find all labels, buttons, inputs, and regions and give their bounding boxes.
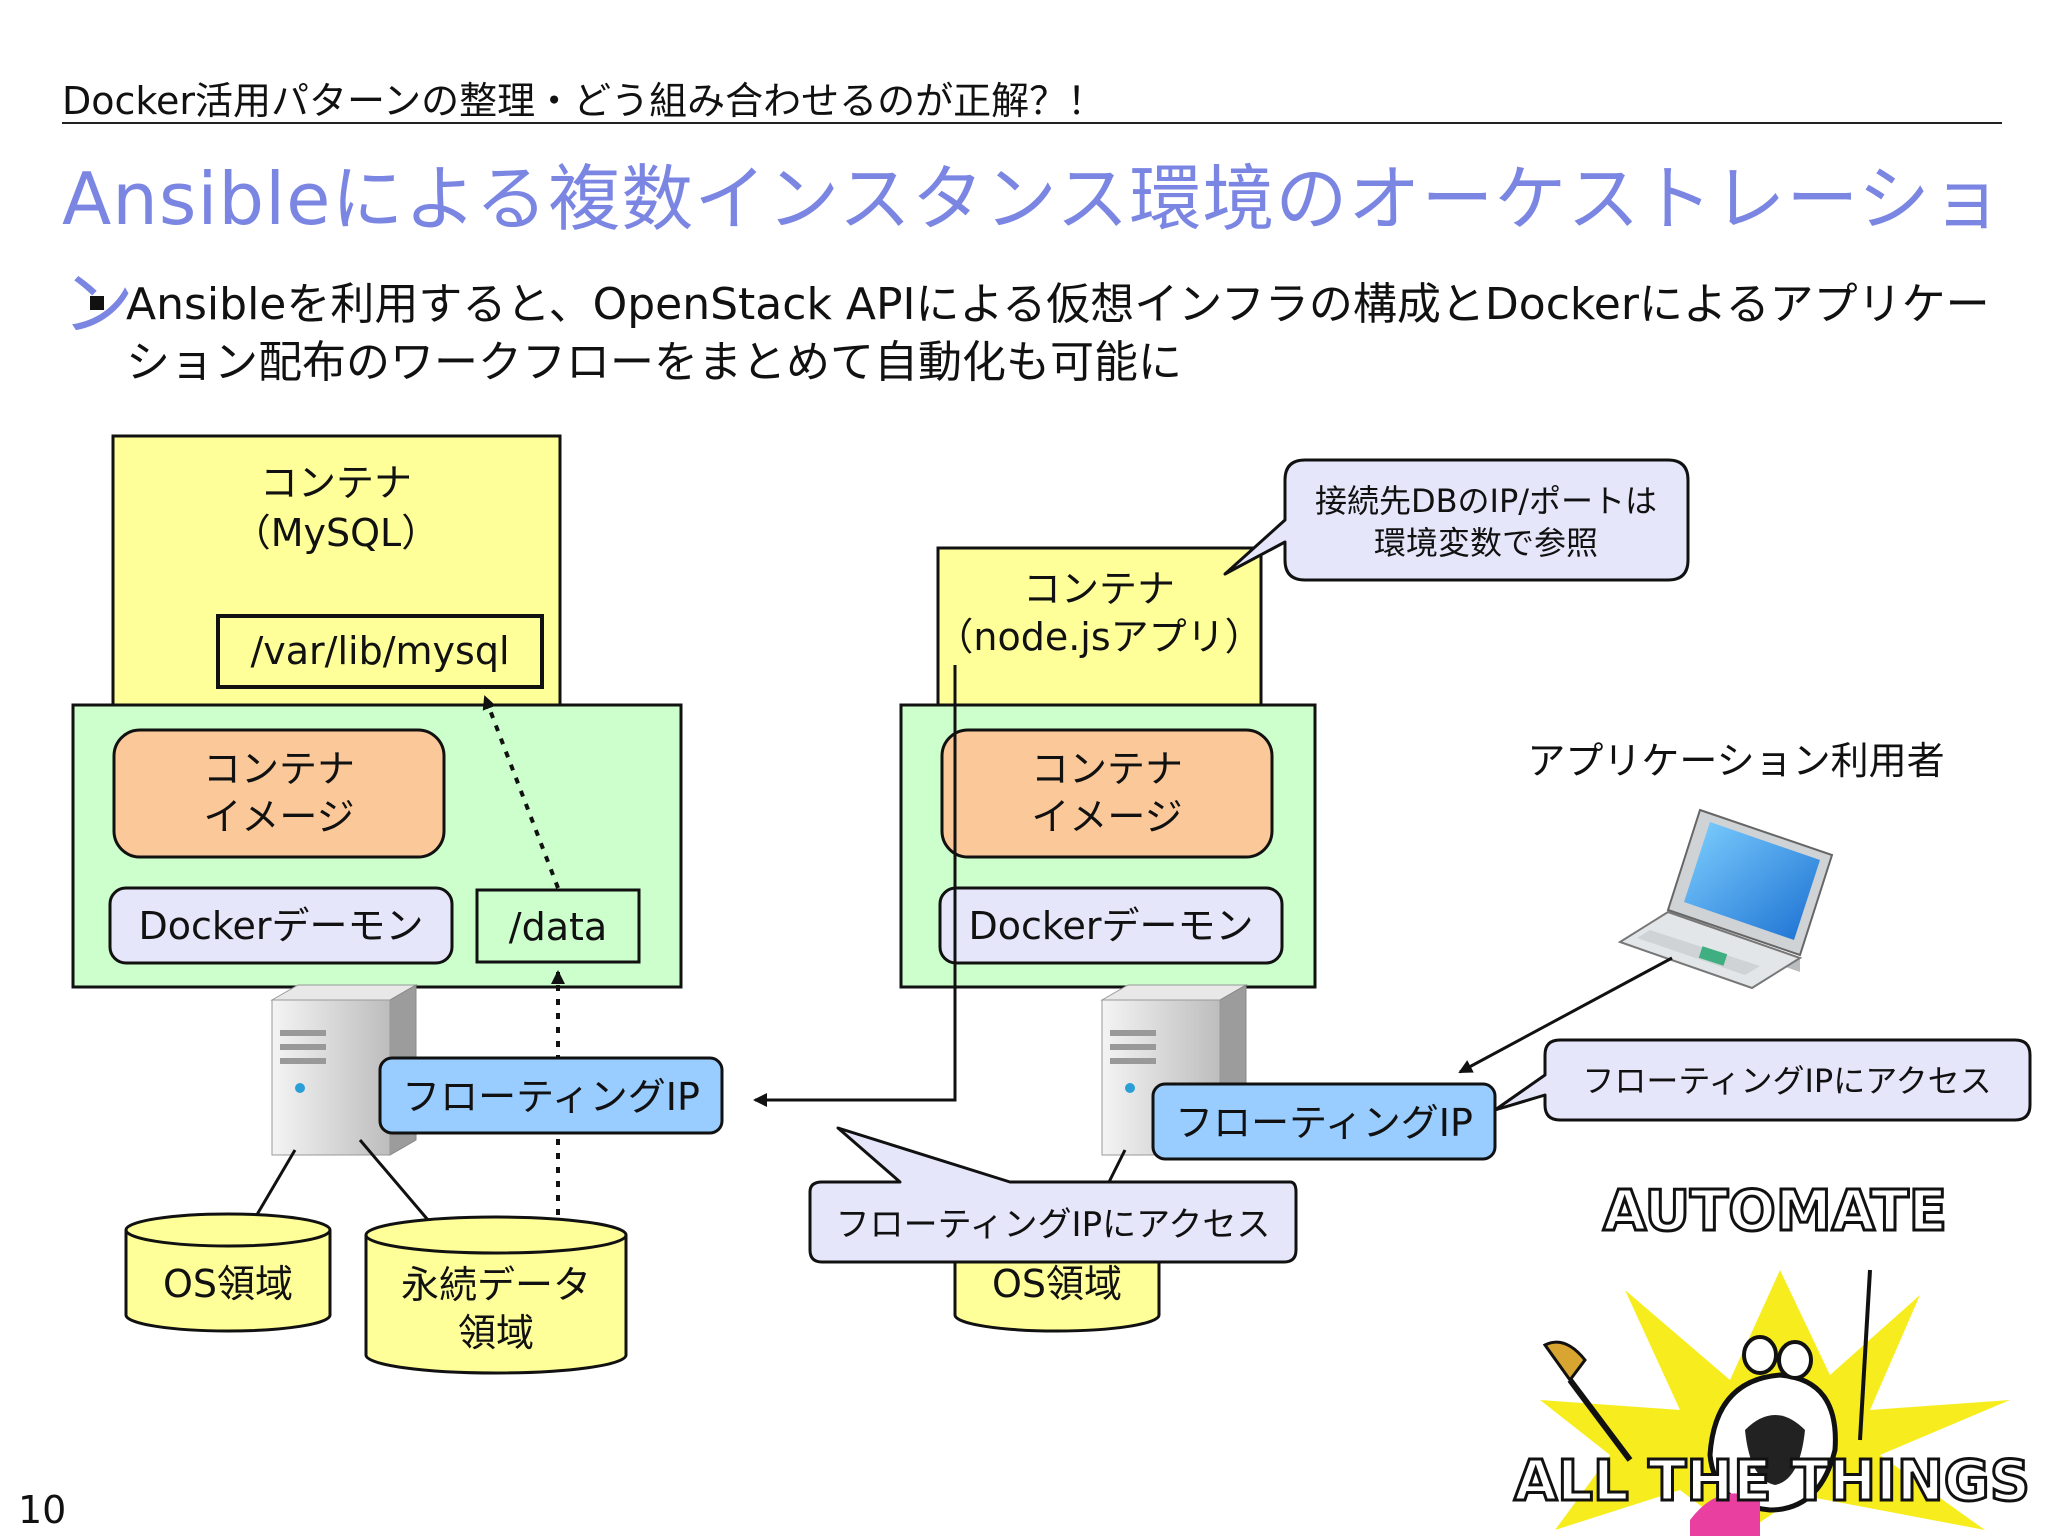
left-os-link bbox=[253, 1149, 297, 1219]
right-floating-ip-label: フローティングIP bbox=[1175, 1101, 1473, 1145]
slide-title: Ansibleによる複数インスタンス環境のオーケストレーション bbox=[62, 157, 2004, 346]
data-dir-label: /data bbox=[509, 905, 607, 949]
user-access-arrow bbox=[1458, 956, 1673, 1074]
right-access-callout-text: フローティングIPにアクセス bbox=[1582, 1062, 1991, 1100]
data-dir-box: /data bbox=[475, 888, 641, 964]
bullet-item: Ansibleを利用すると、OpenStack APIによる仮想インフラの構成と… bbox=[90, 276, 1990, 392]
left-os-area-cylinder: OS領域 bbox=[124, 1212, 332, 1333]
left-image-label-1: コンテナ bbox=[203, 747, 355, 791]
left-server-icon bbox=[270, 984, 418, 1156]
automate-meme-image: AUTOMATE ALL THE THINGS bbox=[1512, 1178, 2032, 1536]
mysql-container-label-1: コンテナ bbox=[260, 461, 412, 505]
page-number: 10 bbox=[18, 1488, 67, 1532]
app-user-label: アプリケーション利用者 bbox=[1527, 739, 1944, 783]
left-floating-ip: フローティングIP bbox=[378, 1056, 724, 1135]
nodejs-container-label-2: （node.jsアプリ） bbox=[935, 615, 1262, 659]
bottom-access-callout-text: フローティングIPにアクセス bbox=[836, 1205, 1271, 1245]
persistent-data-cylinder: 永続データ 領域 bbox=[364, 1215, 628, 1375]
persistent-label-1: 永続データ bbox=[401, 1263, 591, 1307]
left-persistent-link bbox=[358, 1139, 430, 1221]
bottom-access-callout: フローティングIPにアクセス bbox=[808, 1126, 1298, 1264]
header-rule bbox=[62, 122, 2002, 124]
nodejs-container-label-1: コンテナ bbox=[1023, 567, 1175, 611]
left-os-area-label: OS領域 bbox=[163, 1262, 293, 1306]
mysql-mount-path-label: /var/lib/mysql bbox=[250, 629, 509, 673]
left-floating-ip-label: フローティングIP bbox=[402, 1075, 700, 1119]
header-text: Docker活用パターンの整理・どう組み合わせるのが正解？！ bbox=[62, 79, 1106, 123]
meme-bottom-text: ALL THE THINGS bbox=[1514, 1449, 2030, 1514]
mysql-mount-path-box: /var/lib/mysql bbox=[216, 614, 544, 689]
right-image-label-2: イメージ bbox=[1031, 795, 1182, 839]
right-os-area-label: OS領域 bbox=[992, 1262, 1122, 1306]
nodejs-container-box: コンテナ （node.jsアプリ） bbox=[935, 546, 1263, 708]
bullet-marker bbox=[90, 296, 104, 310]
persistent-label-2: 領域 bbox=[458, 1311, 534, 1355]
left-container-image-box: コンテナ イメージ bbox=[112, 728, 446, 859]
db-env-callout-line1: 接続先DBのIP/ポートは bbox=[1315, 482, 1657, 520]
db-env-callout-line2: 環境変数で参照 bbox=[1374, 524, 1598, 562]
right-container-image-box: コンテナ イメージ bbox=[940, 728, 1274, 859]
bullet-text: Ansibleを利用すると、OpenStack APIによる仮想インフラの構成と… bbox=[126, 279, 1990, 388]
left-daemon-label: Dockerデーモン bbox=[138, 904, 423, 948]
right-docker-daemon-box: Dockerデーモン bbox=[938, 886, 1284, 965]
db-env-callout: 接続先DBのIP/ポートは 環境変数で参照 bbox=[1223, 458, 1690, 582]
right-access-callout: フローティングIPにアクセス bbox=[1493, 1038, 2032, 1122]
right-image-label-1: コンテナ bbox=[1031, 747, 1183, 791]
right-floating-ip: フローティングIP bbox=[1151, 1082, 1497, 1161]
left-docker-daemon-box: Dockerデーモン bbox=[108, 886, 454, 965]
mysql-container-label-2: （MySQL） bbox=[233, 511, 439, 555]
right-daemon-label: Dockerデーモン bbox=[968, 904, 1253, 948]
laptop-icon bbox=[1617, 808, 1834, 990]
meme-top-text: AUTOMATE bbox=[1603, 1179, 1947, 1244]
mount-dotted-arrow bbox=[482, 695, 560, 889]
db-connection-arrow bbox=[753, 665, 957, 1107]
left-image-label-2: イメージ bbox=[203, 795, 354, 839]
